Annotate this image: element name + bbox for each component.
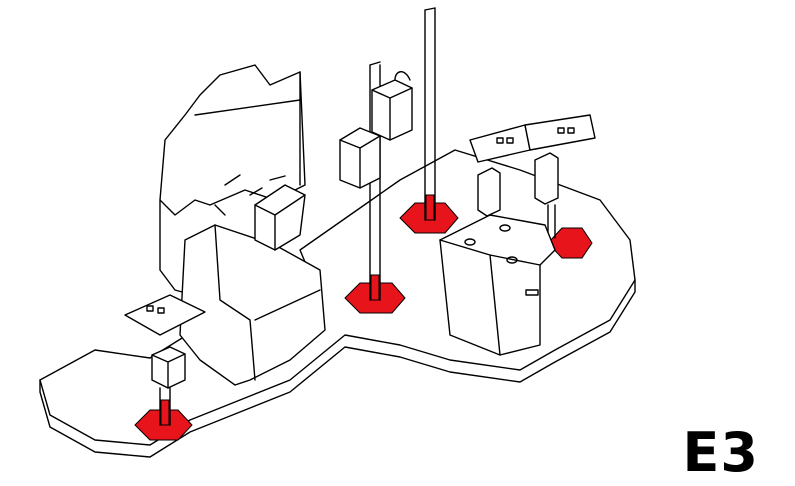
hex-cabinet — [439, 214, 556, 356]
right-double-kiosk — [469, 114, 596, 239]
left-kiosk-stand — [124, 294, 206, 426]
figure-code-label: E3 — [682, 421, 759, 484]
red-tile-right — [547, 227, 593, 259]
center-pole-assembly — [339, 7, 436, 301]
hex-wall-structure — [159, 64, 326, 386]
